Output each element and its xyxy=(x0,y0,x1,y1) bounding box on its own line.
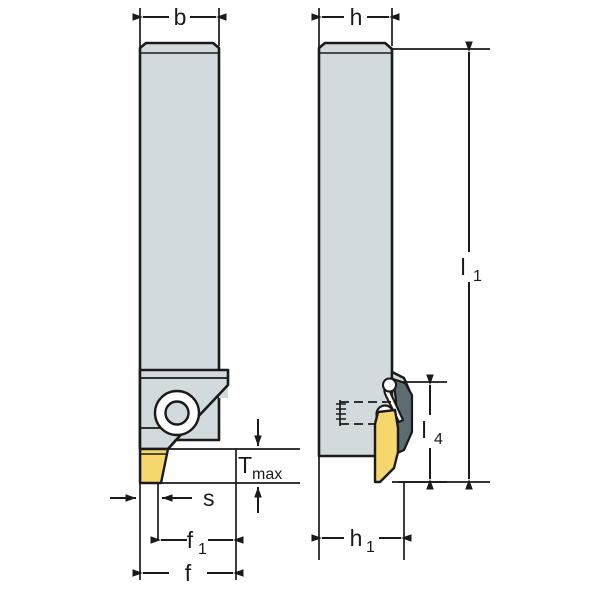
dimension-h: h xyxy=(311,4,400,48)
dimension-sub-h1: 1 xyxy=(366,539,375,556)
dimension-label-l4: l xyxy=(421,417,426,443)
dimension-label-f: f xyxy=(185,560,192,586)
front-view-group xyxy=(136,41,230,485)
insert-side-top-bevel xyxy=(373,411,380,425)
cutting-insert-side xyxy=(373,408,400,484)
mounting-bore-inner xyxy=(164,400,190,426)
lever-knob xyxy=(381,377,398,393)
dimension-label-tmax: T xyxy=(238,452,252,478)
dimension-f: f xyxy=(132,560,244,586)
side-view-shank-body xyxy=(317,41,394,458)
dimension-sub-l1: 1 xyxy=(473,268,482,285)
dimension-label-h1: h xyxy=(350,525,363,551)
dimension-label-l1: l xyxy=(460,254,465,280)
dimension-sub-f1: 1 xyxy=(198,541,207,558)
dimension-label-s: s xyxy=(203,485,215,511)
dimension-label-b: b xyxy=(174,4,187,30)
dimension-f1: f 1 xyxy=(150,449,244,580)
dimension-s: s xyxy=(110,483,215,580)
insert-left-gap xyxy=(136,449,141,483)
dimension-l1: l 1 xyxy=(392,41,490,490)
dimension-h1: h 1 xyxy=(311,456,412,560)
dimension-label-f1: f xyxy=(187,527,194,553)
dimension-tmax: T max xyxy=(161,419,300,513)
thread-crest-marks xyxy=(336,403,346,420)
dimension-label-h: h xyxy=(350,4,363,30)
side-view-group xyxy=(317,41,414,484)
dimension-sub-l4: 4 xyxy=(434,431,443,448)
dimension-b: b xyxy=(132,4,227,48)
dimension-l4: l 4 xyxy=(392,374,447,490)
dimension-sub-tmax: max xyxy=(252,466,282,483)
